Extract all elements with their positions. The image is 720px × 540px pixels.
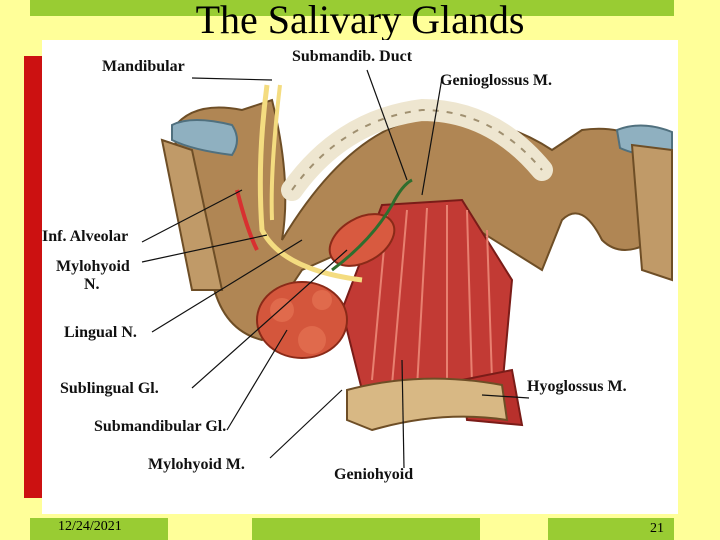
bottom-band-right <box>548 518 674 540</box>
gland-lobule <box>312 290 332 310</box>
label-submandib-duct: Submandib. Duct <box>292 48 413 65</box>
left-ramus <box>160 138 224 291</box>
footer-date: 12/24/2021 <box>58 519 122 534</box>
page-number: 21 <box>650 521 664 536</box>
anatomy-illustration-icon <box>141 69 673 469</box>
label-mylohyoid-n-line1: Mylohyoid <box>56 258 130 275</box>
muscle-fibers <box>371 205 493 389</box>
submandibular-duct <box>331 178 413 272</box>
label-hyoglossus: Hyoglossus M. <box>527 378 627 395</box>
anatomy-figure: Mandibular Submandib. Duct Genioglossus … <box>42 40 678 514</box>
label-lingual-n: Lingual N. <box>64 324 137 341</box>
slide-title: The Salivary Glands <box>195 0 525 42</box>
label-mylohyoid-m: Mylohyoid M. <box>148 456 245 473</box>
leader-lines <box>141 69 530 469</box>
label-mylohyoid-n-line2: N. <box>84 276 100 293</box>
left-accent-bar <box>24 56 42 498</box>
artery <box>235 189 259 251</box>
left-condyle <box>171 119 238 157</box>
gland-lobule <box>270 298 294 322</box>
teeth-gaps <box>291 108 543 191</box>
label-inf-alveolar: Inf. Alveolar <box>42 228 129 245</box>
gland-lobule <box>298 326 326 354</box>
label-geniohyoid: Geniohyoid <box>334 466 414 483</box>
right-ramus <box>630 143 673 282</box>
label-submandibular-gl: Submandibular Gl. <box>94 418 227 435</box>
bottom-band-left <box>30 518 168 540</box>
label-mandibular: Mandibular <box>102 58 185 75</box>
inf-alveolar-nerve <box>269 84 282 221</box>
hyoid-bone <box>346 377 509 432</box>
label-sublingual-gl: Sublingual Gl. <box>60 380 159 397</box>
lingual-nerve <box>257 84 363 283</box>
top-decor-band <box>30 0 674 16</box>
bottom-band-middle <box>252 518 480 540</box>
label-genioglossus: Genioglossus M. <box>440 72 553 89</box>
